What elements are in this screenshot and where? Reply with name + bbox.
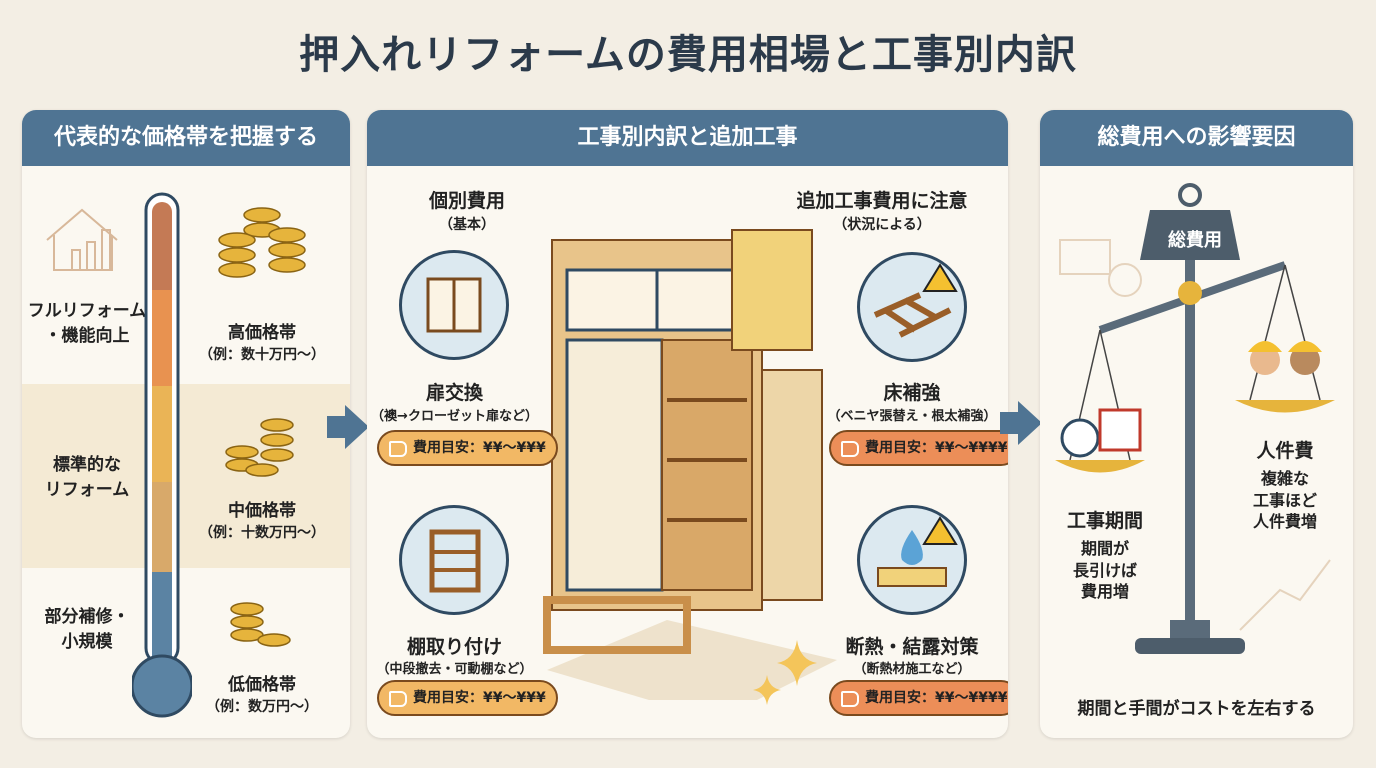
coins-stack-medium-icon xyxy=(225,418,294,477)
water-drop-icon xyxy=(857,505,967,615)
item-insulation-detail: （断熱材施工など） xyxy=(853,662,971,677)
item-insulation-cost-tag: 費用目安：¥¥～¥¥¥¥ xyxy=(829,680,1008,716)
floor-joist-icon xyxy=(857,252,967,362)
basic-cost-title: 個別費用 xyxy=(428,190,505,212)
basic-cost-sub: （基本） xyxy=(439,217,495,233)
item-door-detail: （襖→クローゼット扉など） xyxy=(371,409,538,424)
shelf-icon xyxy=(399,505,509,615)
item-shelf-detail: （中段撤去・可動棚など） xyxy=(376,662,533,677)
panel-header: 代表的な価格帯を把握する xyxy=(22,110,350,166)
flow-arrow-1 xyxy=(327,416,347,438)
flow-arrow-2-head xyxy=(1018,401,1042,445)
panel-footer: 期間と手間がコストを左右する xyxy=(1077,699,1316,719)
item-insulation-name: 断熱・結露対策 xyxy=(845,636,979,658)
coins-stack-small-icon xyxy=(230,602,291,647)
factor-labor: 人件費 xyxy=(1256,440,1314,462)
flow-arrow-2 xyxy=(1000,412,1020,434)
house-chart-icon xyxy=(46,208,118,271)
band-mid: 中価格帯 xyxy=(228,501,296,521)
item-floor-name: 床補強 xyxy=(883,382,941,404)
factor-duration-desc: 期間が 長引けば 費用増 xyxy=(1072,539,1137,602)
cost-factors-panel: 総費用への影響要因 総費用 工事期間 期間が 長引けば 費用増 人件費 複雑な … xyxy=(1040,110,1353,738)
middle-band-highlight xyxy=(22,384,350,568)
band-high: 高価格帯 xyxy=(228,323,296,343)
scope-high: フルリフォーム ・機能向上 xyxy=(27,301,147,346)
page-title: 押入れリフォームの費用相場と工事別内訳 xyxy=(299,32,1077,78)
factor-duration: 工事期間 xyxy=(1066,510,1143,532)
band-low: 低価格帯 xyxy=(228,675,296,695)
total-cost-weight-label: 総費用 xyxy=(1168,230,1222,251)
factor-labor-desc: 複雑な 工事ほど 人件費増 xyxy=(1252,469,1317,532)
item-shelf-cost-tag: 費用目安：¥¥～¥¥¥ xyxy=(377,680,558,716)
item-floor-detail: （ベニヤ張替え・根太補強） xyxy=(827,409,997,424)
sliding-door-icon xyxy=(399,250,509,360)
price-range-panel: 代表的な価格帯を把握する フルリフォーム ・機能向上 標準的な リフォーム 部分… xyxy=(22,110,350,738)
coins-stack-large-icon xyxy=(218,207,306,278)
item-door-name: 扉交換 xyxy=(425,382,483,404)
example-high: （例：数十万円～） xyxy=(199,347,325,363)
item-door-cost-tag: 費用目安：¥¥～¥¥¥ xyxy=(377,430,558,466)
item-floor-cost-tag: 費用目安：¥¥～¥¥¥¥ xyxy=(829,430,1008,466)
flow-arrow-1-head xyxy=(345,405,369,449)
closet-illustration xyxy=(543,229,837,700)
balance-scale-illustration xyxy=(1055,183,1335,654)
sparkle-icon xyxy=(753,640,817,705)
panel-header: 工事別内訳と追加工事 xyxy=(367,110,1008,166)
extra-cost-title: 追加工事費用に注意 xyxy=(796,190,968,212)
example-low: （例：数万円～） xyxy=(206,699,318,715)
panel-header: 総費用への影響要因 xyxy=(1040,110,1353,166)
scope-mid: 標準的な リフォーム xyxy=(44,455,130,500)
thermometer xyxy=(132,192,192,718)
scope-low: 部分補修・ 小規模 xyxy=(44,607,130,652)
example-mid: （例：十数万円～） xyxy=(199,525,325,541)
item-shelf-name: 棚取り付け xyxy=(406,636,502,658)
breakdown-panel: 工事別内訳と追加工事 個別費用 （基本） 追加工事費用に注意 （状況による） 扉… xyxy=(367,110,1008,738)
extra-cost-sub: （状況による） xyxy=(833,217,931,233)
